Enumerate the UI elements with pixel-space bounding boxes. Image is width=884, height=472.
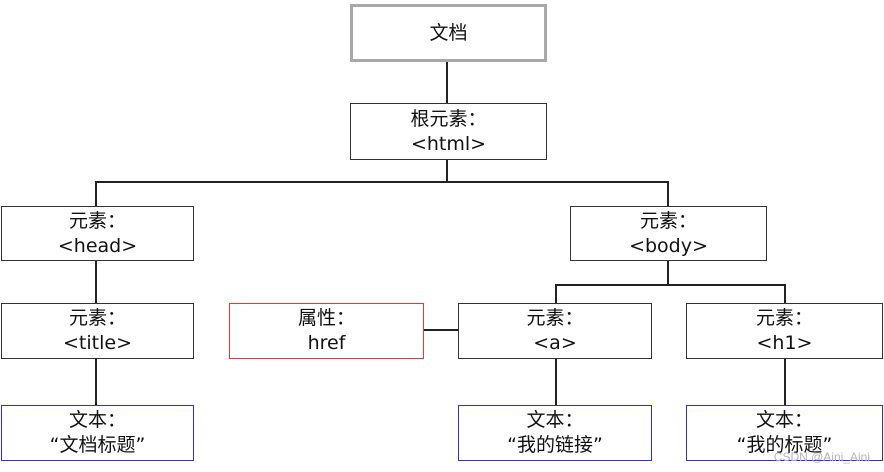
node-attribute-type: 属性： (297, 307, 355, 329)
edge-to-h1 (784, 284, 786, 303)
node-body-tag: <body> (629, 234, 708, 257)
edge-title-text (95, 359, 97, 405)
edge-document-root (446, 61, 448, 103)
node-title-text-type: 文本： (68, 409, 126, 431)
node-title: 元素： <title> (1, 303, 194, 359)
edge-root-down (446, 160, 448, 182)
edge-attribute-a (424, 329, 458, 331)
node-h1-text: 文本： “我的标题” (686, 405, 883, 461)
node-a-text-type: 文本： (526, 409, 584, 431)
node-title-tag: <title> (63, 332, 132, 354)
node-head-tag: <head> (57, 234, 138, 257)
node-h1-type: 元素： (755, 307, 813, 329)
node-h1-text-value: “我的标题” (736, 434, 833, 456)
node-attribute-name: href (307, 332, 346, 354)
node-a-text-value: “我的链接” (507, 434, 603, 456)
node-h1: 元素： <h1> (686, 303, 883, 359)
edge-to-head (95, 181, 97, 206)
edge-to-body (667, 181, 669, 206)
edge-body-branch (555, 284, 786, 286)
node-body: 元素： <body> (570, 206, 767, 261)
node-title-type: 元素： (68, 307, 126, 329)
edge-h1-text (784, 359, 786, 405)
node-body-type: 元素： (639, 209, 697, 232)
node-document-label: 文档 (429, 21, 468, 44)
node-document: 文档 (350, 4, 547, 62)
node-h1-text-type: 文本： (755, 409, 813, 431)
edge-to-a (555, 284, 557, 303)
node-a: 元素： <a> (458, 303, 652, 359)
watermark: CSDN @Aini_Aini (773, 450, 870, 464)
node-title-text-value: “文档标题” (49, 434, 146, 456)
node-root-html: 根元素： <html> (350, 103, 547, 160)
node-root-tag: <html> (410, 132, 487, 155)
node-title-text: 文本： “文档标题” (1, 405, 194, 461)
edge-body-down (667, 261, 669, 285)
node-head: 元素： <head> (1, 206, 194, 261)
node-h1-tag: <h1> (756, 332, 813, 354)
edge-head-title (95, 261, 97, 303)
node-root-type: 根元素： (410, 107, 487, 130)
node-a-type: 元素： (526, 307, 584, 329)
node-a-tag: <a> (533, 332, 577, 354)
edge-a-text (555, 359, 557, 405)
node-attribute-href: 属性： href (229, 303, 424, 359)
node-head-type: 元素： (68, 209, 126, 232)
node-a-text: 文本： “我的链接” (458, 405, 652, 461)
edge-root-branch (95, 181, 669, 183)
